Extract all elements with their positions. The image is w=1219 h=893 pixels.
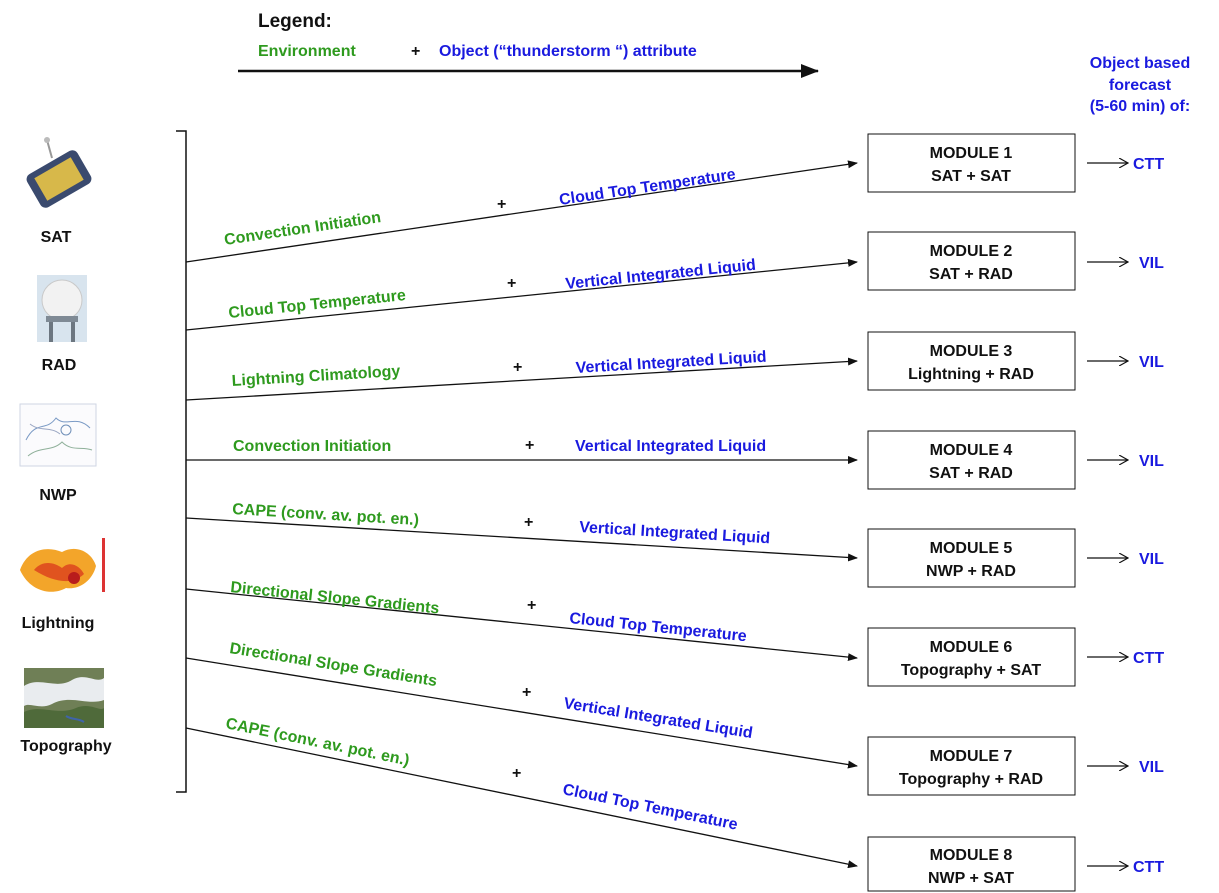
module-inputs-3: Lightning + RAD: [908, 366, 1034, 383]
outputs: CTT VIL VIL VIL VIL CTT VIL CTT: [1087, 156, 1164, 876]
legend-plus: +: [411, 43, 420, 60]
legend-environment: Environment: [258, 43, 356, 60]
env-label-7: Directional Slope Gradients: [228, 640, 438, 690]
plus-sign-2: +: [507, 275, 516, 292]
source-label-topography: Topography: [20, 738, 111, 755]
plus-sign-7: +: [522, 684, 531, 701]
sources: SAT RAD NWP Lightning: [14, 137, 112, 755]
output-label-4: VIL: [1139, 453, 1164, 470]
env-label-3: Lightning Climatology: [231, 363, 401, 390]
plus-sign-8: +: [512, 765, 521, 782]
environment-labels: Convection Initiation Cloud Top Temperat…: [223, 209, 440, 769]
module-title-1: MODULE 1: [930, 145, 1013, 162]
flow-line-6: [185, 588, 858, 662]
module-box-5: MODULE 5 NWP + RAD: [867, 528, 1076, 588]
plus-sign-1: +: [497, 196, 506, 213]
source-label-rad: RAD: [42, 357, 77, 374]
legend-title: Legend:: [258, 11, 332, 32]
env-label-4: Convection Initiation: [233, 438, 391, 455]
radar-dome-icon: [37, 275, 87, 342]
obj-label-4: Vertical Integrated Liquid: [575, 438, 766, 455]
obj-label-8: Cloud Top Temperature: [561, 781, 739, 833]
output-label-6: CTT: [1133, 650, 1164, 667]
env-label-8: CAPE (conv. av. pot. en.): [224, 715, 411, 769]
obj-label-3: Vertical Integrated Liquid: [575, 349, 767, 377]
flow-line-5: [185, 517, 858, 562]
sources-bracket: [176, 130, 187, 793]
flow-line-3: [185, 357, 858, 401]
output-label-5: VIL: [1139, 551, 1164, 568]
object-labels: Cloud Top Temperature Vertical Integrate…: [558, 166, 770, 834]
module-inputs-6: Topography + SAT: [901, 662, 1042, 679]
forecast-header-line-3: (5-60 min) of:: [1090, 98, 1190, 115]
module-title-6: MODULE 6: [930, 639, 1013, 656]
module-inputs-2: SAT + RAD: [929, 266, 1013, 283]
plus-signs: + + + + + + + +: [497, 196, 536, 782]
env-label-1: Convection Initiation: [223, 209, 382, 249]
module-inputs-1: SAT + SAT: [931, 168, 1011, 185]
forecast-header: Object based forecast (5-60 min) of:: [1090, 55, 1190, 115]
obj-label-6: Cloud Top Temperature: [569, 610, 748, 645]
flow-line-1: [185, 160, 858, 263]
output-label-8: CTT: [1133, 859, 1164, 876]
module-box-2: MODULE 2 SAT + RAD: [867, 231, 1076, 291]
obj-label-2: Vertical Integrated Liquid: [565, 257, 757, 293]
module-title-4: MODULE 4: [930, 442, 1013, 459]
output-label-2: VIL: [1139, 255, 1164, 272]
plus-sign-6: +: [527, 597, 536, 614]
module-inputs-5: NWP + RAD: [926, 563, 1016, 580]
module-box-6: MODULE 6 Topography + SAT: [867, 627, 1076, 687]
module-title-8: MODULE 8: [930, 847, 1013, 864]
source-label-nwp: NWP: [39, 487, 77, 504]
flow-line-8: [185, 727, 858, 869]
module-box-3: MODULE 3 Lightning + RAD: [867, 331, 1076, 391]
module-boxes: MODULE 1 SAT + SAT MODULE 2 SAT + RAD MO…: [867, 133, 1076, 892]
source-label-lightning: Lightning: [22, 615, 95, 632]
module-box-1: MODULE 1 SAT + SAT: [867, 133, 1076, 193]
weather-map-icon: [19, 403, 97, 467]
module-title-3: MODULE 3: [930, 343, 1013, 360]
output-label-1: CTT: [1133, 156, 1164, 173]
output-label-7: VIL: [1139, 759, 1164, 776]
plus-sign-3: +: [513, 359, 522, 376]
module-title-7: MODULE 7: [930, 748, 1013, 765]
plus-sign-5: +: [524, 514, 533, 531]
module-box-7: MODULE 7 Topography + RAD: [867, 736, 1076, 796]
source-label-sat: SAT: [41, 229, 72, 246]
module-title-2: MODULE 2: [930, 243, 1013, 260]
forecast-header-line-1: Object based: [1090, 55, 1190, 72]
module-box-4: MODULE 4 SAT + RAD: [867, 430, 1076, 490]
plus-sign-4: +: [525, 437, 534, 454]
module-inputs-4: SAT + RAD: [929, 465, 1013, 482]
flow-line-7: [185, 657, 858, 769]
module-box-8: MODULE 8 NWP + SAT: [867, 836, 1076, 892]
env-label-6: Directional Slope Gradients: [230, 579, 441, 617]
flow-lines: [185, 160, 858, 869]
module-inputs-8: NWP + SAT: [928, 870, 1014, 887]
legend: Legend: Environment + Object (“thunderst…: [238, 11, 819, 78]
legend-object: Object (“thunderstorm “) attribute: [439, 43, 697, 60]
output-label-3: VIL: [1139, 354, 1164, 371]
topography-map-icon: [24, 668, 104, 728]
module-inputs-7: Topography + RAD: [899, 771, 1043, 788]
obj-label-1: Cloud Top Temperature: [558, 166, 737, 209]
lightning-map-icon: [14, 535, 106, 599]
satellite-icon: [26, 137, 92, 208]
forecast-header-line-2: forecast: [1109, 77, 1172, 94]
obj-label-7: Vertical Integrated Liquid: [562, 695, 753, 742]
env-label-5: CAPE (conv. av. pot. en.): [232, 501, 420, 529]
module-title-5: MODULE 5: [930, 540, 1013, 557]
flow-line-2: [185, 258, 858, 331]
